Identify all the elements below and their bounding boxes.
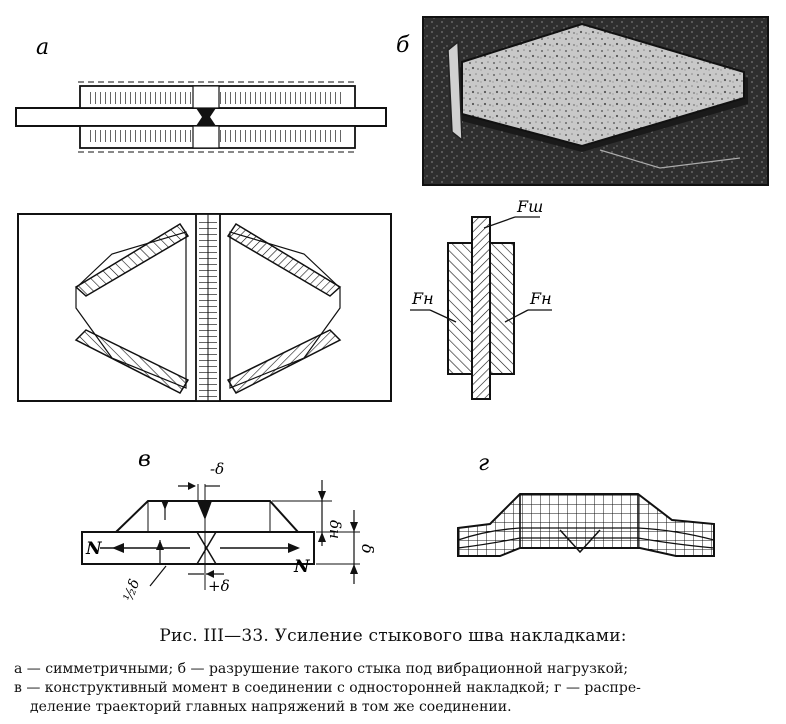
label-delta-n: δн <box>326 520 344 539</box>
butt-weld-top <box>196 108 216 117</box>
photo-torn-edge <box>447 40 463 142</box>
label-minus-delta: -δ <box>210 460 224 478</box>
v-half-delta-leader <box>149 565 167 587</box>
panel-a: а <box>15 35 387 153</box>
g-trajectory-1 <box>457 527 715 541</box>
label-half-delta: ½δ <box>121 577 144 603</box>
leader-f-sh <box>483 216 516 229</box>
label-n-left: N <box>85 539 103 559</box>
label-plus-delta: +δ <box>208 577 230 595</box>
weld-gap-bottom <box>192 125 220 149</box>
photo-crack <box>599 149 741 169</box>
leader-f-n-left <box>429 309 457 323</box>
v-n-right-arrow <box>288 543 300 553</box>
section-left-cover <box>447 242 473 375</box>
caption-line-2: в — конструктивный момент в соединении с… <box>14 680 641 696</box>
label-f-n-right: Fн <box>529 289 552 308</box>
v-dim-d-arrow-top <box>350 522 358 532</box>
label-g: г <box>478 451 489 476</box>
v-dim-dn-arrow-top <box>318 491 326 501</box>
section-main-plate <box>471 216 491 400</box>
photo-plate <box>461 22 745 148</box>
g-trajectory-2 <box>457 537 715 549</box>
v-dim-minus-arrow <box>188 482 196 490</box>
label-f-n-left: Fн <box>411 289 434 308</box>
panel-a-plan <box>17 213 392 402</box>
right-weld-lower <box>226 329 342 394</box>
v-weld-line-2 <box>196 531 217 565</box>
v-dim-d-arrow-bottom <box>350 564 358 574</box>
caption-title: Рис. III—33. Усиление стыкового шва накл… <box>159 626 627 646</box>
weld-gap-top <box>192 85 220 109</box>
right-cover-outline <box>229 231 341 389</box>
caption-line-1: а — симметричными; б — разрушение такого… <box>14 661 629 677</box>
left-weld-lower <box>74 329 190 394</box>
v-dim-plus-arrow <box>206 570 214 578</box>
panel-g: г <box>457 451 715 557</box>
left-cover-outline <box>75 231 187 389</box>
right-weld-upper <box>226 222 342 297</box>
caption-line-3: деление траекторий главных напряжений в … <box>30 699 512 715</box>
label-f-sh: Fш <box>516 197 543 216</box>
v-dim-dn-arrow-bottom <box>318 532 326 542</box>
panel-v: в N N -δ +δ <box>81 447 377 603</box>
panel-b: б <box>396 16 769 186</box>
label-b: б <box>396 33 410 58</box>
butt-weld-bottom <box>196 117 216 126</box>
g-mesh-body <box>457 493 715 557</box>
panel-section: Fш Fн Fн <box>410 197 552 400</box>
v-n-left-arrow <box>112 543 124 553</box>
label-n-right: N <box>293 557 311 577</box>
g-weld-v <box>559 529 601 554</box>
label-delta: δ <box>358 544 377 554</box>
label-a: а <box>36 35 49 60</box>
section-right-cover <box>489 242 515 375</box>
leader-f-n-right <box>504 309 529 323</box>
left-weld-upper <box>74 222 190 297</box>
label-v: в <box>138 447 151 472</box>
